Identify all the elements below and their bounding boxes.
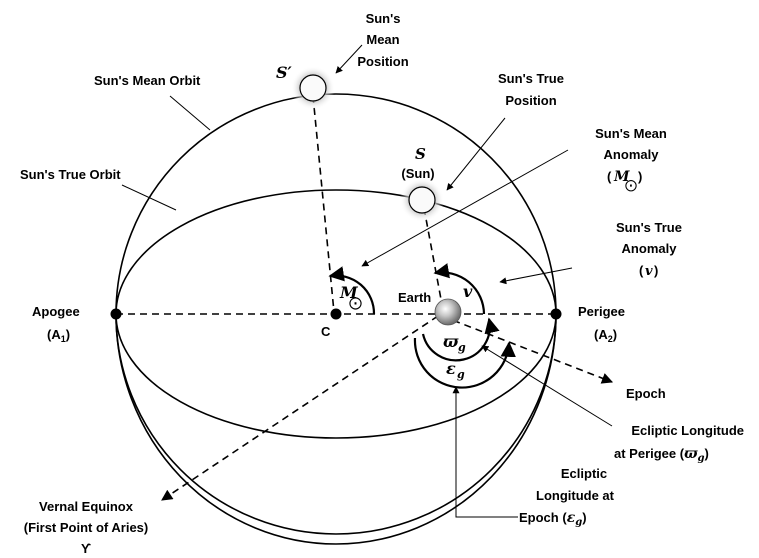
earth-icon: [434, 298, 462, 326]
epoch-line: [441, 315, 614, 384]
label-vernal-2: (First Point of Aries): [24, 520, 148, 535]
label-true-anomaly-paren-open: (: [639, 263, 644, 278]
pointer-true-orbit: [121, 184, 177, 211]
mean-sun-line: [312, 95, 335, 313]
pointer-ecl-epoch: [452, 386, 518, 518]
label-true-orbit: Sun's True Orbit: [20, 167, 121, 182]
sun-symbol-mean-anomaly: ⨀: [625, 178, 637, 192]
epoch-longitude-arc: [413, 337, 516, 389]
label-apogee: Apogee: [32, 304, 80, 319]
symbol-m-mean-anomaly: M: [613, 169, 630, 185]
label-ecl-epoch-1: Ecliptic: [561, 466, 607, 481]
label-true-anomaly-1: Sun's True: [616, 220, 682, 235]
pointer-true-anomaly: [499, 267, 573, 285]
pointer-mean-orbit: [169, 95, 211, 131]
symbol-varpi-g: g: [458, 341, 466, 354]
label-mean-position-3: Position: [357, 54, 408, 69]
symbol-s-prime: S′: [276, 63, 293, 82]
lower-meridian-arc: [115, 313, 557, 545]
label-true-anomaly-paren-close: ): [654, 263, 658, 278]
label-mean-anomaly-paren-open: (: [607, 169, 612, 184]
perigee-point: [550, 308, 562, 320]
label-mean-anomaly-paren-close: ): [638, 169, 642, 184]
label-ecl-epoch-3: Epoch (εg): [519, 510, 587, 528]
true-sun-line: [423, 207, 444, 311]
aries-symbol: ϒ: [81, 541, 91, 556]
symbol-eps: ε: [446, 359, 456, 378]
label-ecl-epoch-2: Longitude at: [536, 488, 615, 503]
label-mean-position-1: Sun's: [366, 11, 401, 26]
label-apogee-sub: (A1): [47, 327, 70, 344]
label-vernal-1: Vernal Equinox: [39, 499, 134, 514]
label-epoch: Epoch: [626, 386, 666, 401]
label-ecl-perigee-2: at Perigee (ϖg): [614, 446, 709, 464]
mean-sun-icon: [299, 74, 327, 102]
perigee-longitude-arc: [421, 317, 500, 362]
label-true-position-2: Position: [505, 93, 556, 108]
label-true-position-1: Sun's True: [498, 71, 564, 86]
symbol-m: M: [339, 283, 359, 302]
symbol-varpi: ϖ: [443, 332, 459, 351]
symbol-s: S: [415, 145, 426, 163]
pointer-true-position: [446, 117, 506, 191]
apogee-point: [110, 308, 122, 320]
true-sun-icon: [408, 186, 436, 214]
label-earth: Earth: [398, 290, 431, 305]
label-mean-position-2: Mean: [366, 32, 399, 47]
pointer-ecl-perigee: [481, 345, 613, 427]
true-anomaly-arc: [433, 263, 486, 315]
label-center: C: [321, 324, 331, 339]
vernal-equinox-line: [161, 315, 439, 501]
symbol-nu: v: [463, 282, 473, 301]
symbol-eps-g: g: [457, 368, 465, 381]
symbol-nu-label: v: [645, 264, 653, 279]
center-point: [330, 308, 342, 320]
label-perigee-sub: (A2): [594, 327, 617, 344]
pointer-mean-anomaly: [361, 149, 569, 267]
label-mean-anomaly-1: Sun's Mean: [595, 126, 667, 141]
label-perigee: Perigee: [578, 304, 625, 319]
label-ecl-perigee-1: Ecliptic Longitude: [631, 423, 744, 438]
mean-anomaly-arc: [328, 266, 376, 315]
label-mean-anomaly-2: Anomaly: [604, 147, 660, 162]
sun-symbol-m: ⨀: [349, 296, 362, 311]
label-true-anomaly-2: Anomaly: [622, 241, 678, 256]
label-sun: (Sun): [401, 166, 434, 181]
pointer-mean-position: [335, 44, 363, 74]
label-mean-orbit: Sun's Mean Orbit: [94, 73, 201, 88]
